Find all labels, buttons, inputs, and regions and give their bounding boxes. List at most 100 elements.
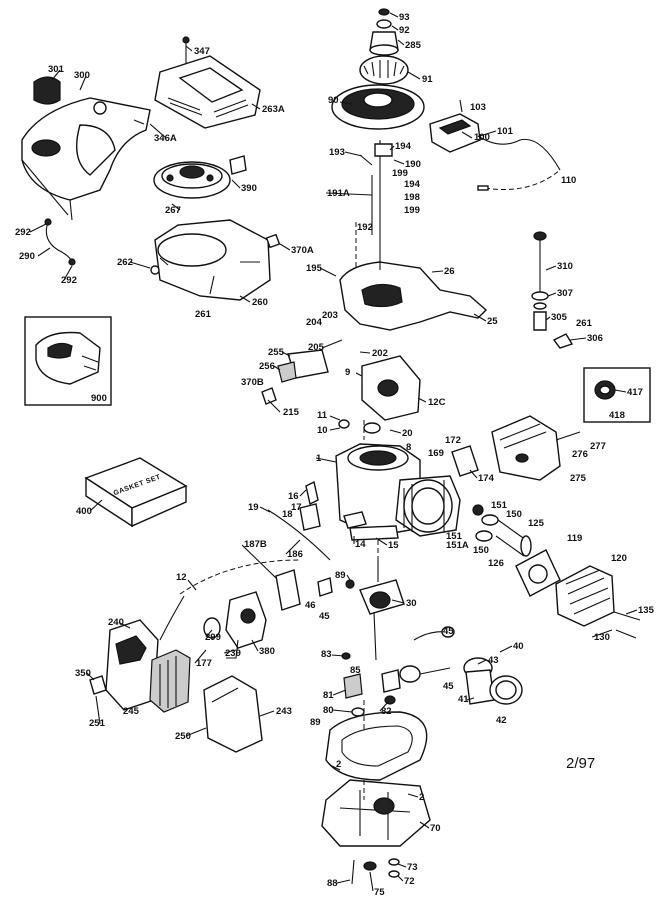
label-45a: 45 bbox=[319, 611, 330, 622]
label-92: 92 bbox=[399, 25, 410, 36]
label-20: 20 bbox=[402, 428, 413, 439]
label-194b: 194 bbox=[404, 179, 421, 190]
label-88: 88 bbox=[327, 878, 338, 889]
label-186: 186 bbox=[287, 549, 303, 560]
label-126: 126 bbox=[488, 558, 504, 569]
label-150a: 150 bbox=[506, 509, 522, 520]
label-83: 83 bbox=[321, 649, 332, 660]
label-169: 169 bbox=[428, 448, 444, 459]
flywheel-stack-shape bbox=[331, 8, 425, 130]
label-187B: 187B bbox=[244, 539, 267, 550]
label-174: 174 bbox=[478, 473, 495, 484]
label-301: 301 bbox=[48, 64, 65, 75]
label-8: 8 bbox=[406, 442, 411, 453]
label-42: 42 bbox=[496, 715, 507, 726]
label-40: 40 bbox=[513, 641, 524, 652]
label-119: 119 bbox=[567, 533, 582, 544]
label-260: 260 bbox=[252, 297, 268, 308]
center-guide-line bbox=[355, 222, 379, 800]
label-290: 290 bbox=[19, 251, 35, 262]
label-193: 193 bbox=[329, 147, 345, 158]
governor-gear-shape bbox=[341, 652, 401, 717]
label-25: 25 bbox=[487, 316, 498, 327]
muffler-shape bbox=[451, 415, 581, 481]
carburetor-shape bbox=[203, 591, 267, 659]
label-81: 81 bbox=[323, 690, 334, 701]
label-310: 310 bbox=[557, 261, 573, 272]
label-172: 172 bbox=[445, 435, 461, 446]
label-41: 41 bbox=[458, 694, 469, 705]
label-45c: 45 bbox=[443, 681, 454, 692]
label-262: 262 bbox=[117, 257, 133, 268]
label-205: 205 bbox=[308, 342, 325, 353]
label-350: 350 bbox=[75, 668, 91, 679]
label-240: 240 bbox=[108, 617, 124, 628]
sump-hardware-shape bbox=[351, 858, 400, 885]
label-30: 30 bbox=[406, 598, 417, 609]
label-250: 250 bbox=[175, 731, 191, 742]
date-code: 2/97 bbox=[566, 755, 595, 772]
label-177: 177 bbox=[196, 658, 212, 669]
label-90: 90 bbox=[328, 95, 339, 106]
label-370A: 370A bbox=[291, 245, 314, 256]
label-900: 900 bbox=[91, 393, 107, 404]
fuel-line-shape bbox=[44, 218, 76, 266]
label-263A: 263A bbox=[262, 104, 285, 115]
label-103: 103 bbox=[470, 102, 486, 113]
label-151a: 151 bbox=[491, 500, 508, 511]
label-125: 125 bbox=[528, 518, 545, 529]
label-72: 72 bbox=[404, 876, 415, 887]
label-285: 285 bbox=[405, 40, 422, 51]
label-16: 16 bbox=[288, 491, 299, 502]
piston-assembly-shape bbox=[399, 626, 523, 705]
label-307: 307 bbox=[557, 288, 573, 299]
ignition-coil-shape bbox=[429, 99, 561, 191]
label-251: 251 bbox=[89, 718, 106, 729]
label-75: 75 bbox=[374, 887, 385, 898]
label-306: 306 bbox=[587, 333, 603, 344]
label-261b: 261 bbox=[576, 318, 593, 329]
label-199b: 199 bbox=[404, 205, 420, 216]
label-400: 400 bbox=[76, 506, 92, 517]
label-120: 120 bbox=[611, 553, 627, 564]
label-150b: 150 bbox=[473, 545, 489, 556]
label-12: 12 bbox=[176, 572, 187, 583]
label-80: 80 bbox=[323, 705, 334, 716]
valve-assembly-shape bbox=[472, 504, 532, 557]
label-26: 26 bbox=[444, 266, 455, 277]
label-215: 215 bbox=[283, 407, 300, 418]
label-390: 390 bbox=[241, 183, 257, 194]
cylinder-shroud-shape bbox=[150, 219, 281, 301]
label-256: 256 bbox=[259, 361, 275, 372]
label-275: 275 bbox=[570, 473, 587, 484]
label-202: 202 bbox=[372, 348, 388, 359]
label-70: 70 bbox=[430, 823, 441, 834]
label-85: 85 bbox=[350, 665, 361, 676]
label-199a: 199 bbox=[392, 168, 408, 179]
cylinder-head-shape bbox=[515, 549, 641, 639]
label-299: 299 bbox=[205, 632, 221, 643]
gasket-set-box-shape bbox=[84, 457, 188, 528]
label-195: 195 bbox=[306, 263, 323, 274]
label-43: 43 bbox=[488, 655, 499, 666]
label-418: 418 bbox=[609, 410, 625, 421]
label-93: 93 bbox=[399, 12, 410, 23]
label-300: 300 bbox=[74, 70, 90, 81]
label-151b: 151 bbox=[446, 531, 463, 542]
label-417: 417 bbox=[627, 387, 643, 398]
label-135: 135 bbox=[638, 605, 655, 616]
label-82: 82 bbox=[381, 706, 392, 717]
crankshaft-shape bbox=[317, 558, 405, 661]
governor-rod-shape bbox=[267, 480, 399, 561]
label-347: 347 bbox=[194, 46, 210, 57]
label-305: 305 bbox=[551, 312, 568, 323]
dipstick-shape bbox=[531, 231, 574, 349]
label-12C: 12C bbox=[428, 397, 446, 408]
label-203: 203 bbox=[322, 310, 338, 321]
label-192: 192 bbox=[357, 222, 373, 233]
label-9: 9 bbox=[345, 367, 350, 378]
label-261a: 261 bbox=[195, 309, 212, 320]
oil-sump-shape bbox=[321, 711, 431, 847]
label-194a: 194 bbox=[395, 141, 412, 152]
